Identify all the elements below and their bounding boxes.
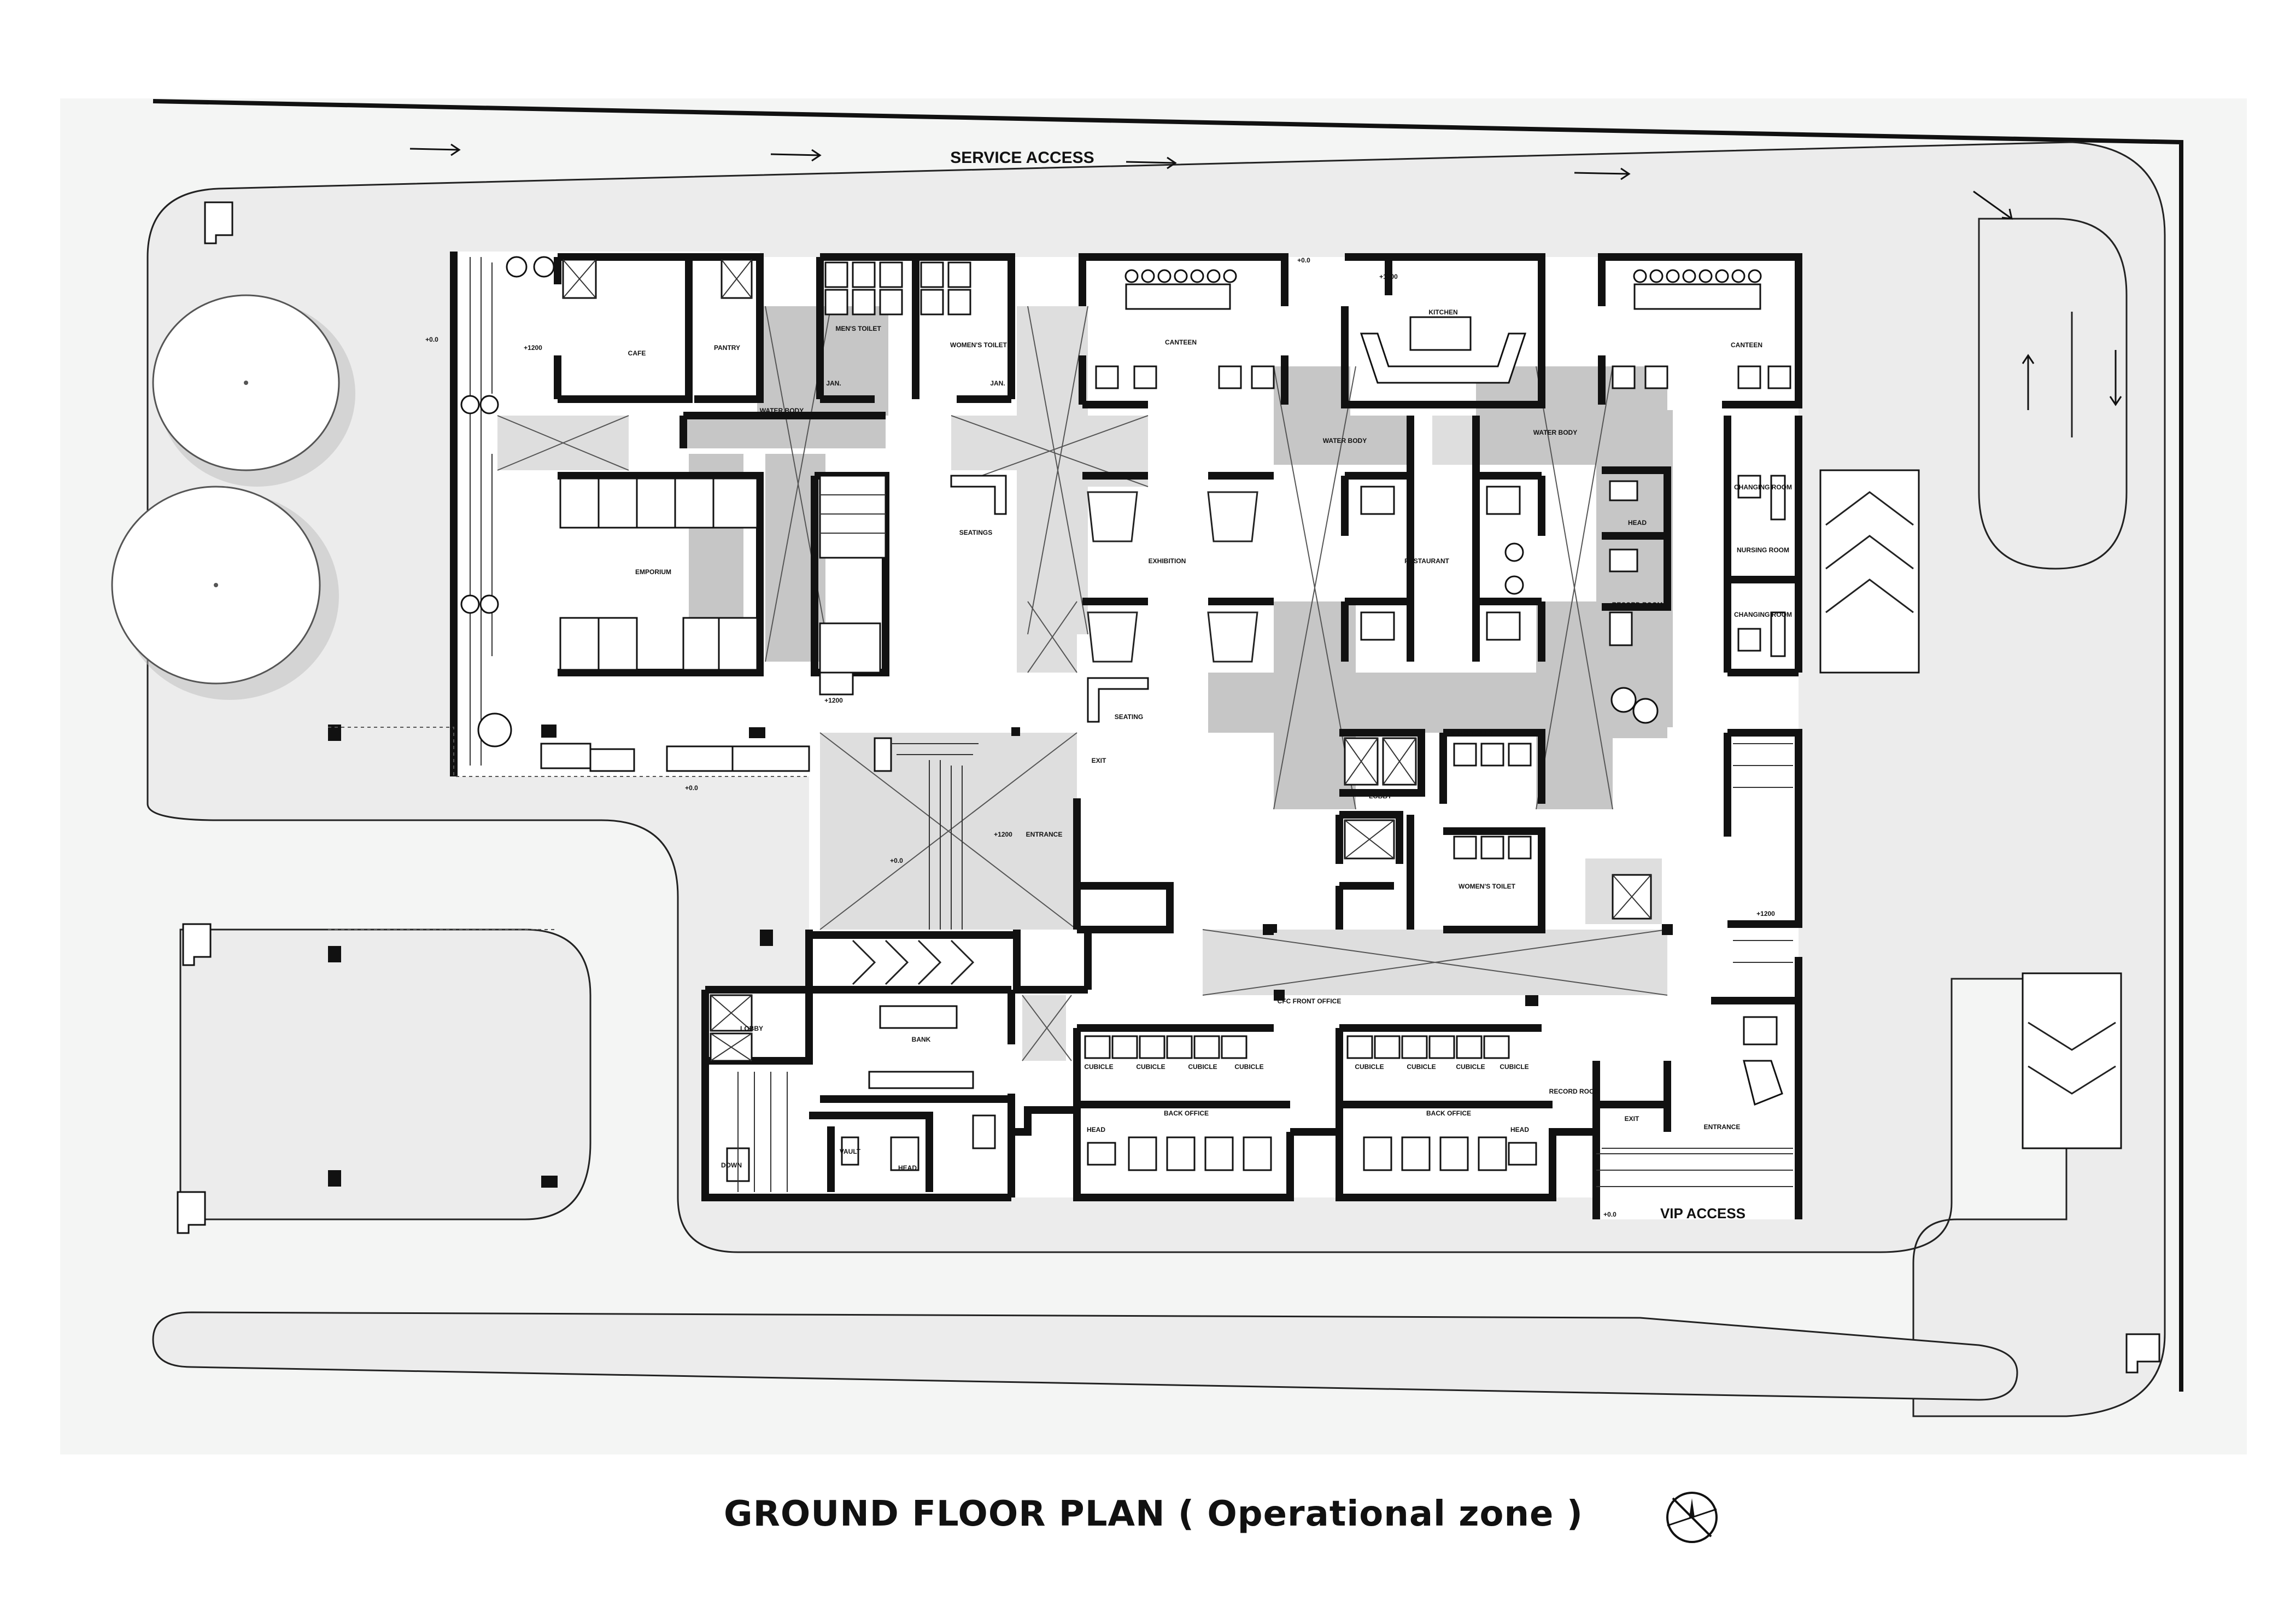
gatehouse [182, 923, 212, 966]
room-label-cubicle-7: CUBICLE [1456, 1063, 1485, 1071]
room-label-canteen-east: CANTEEN [1731, 341, 1762, 349]
ramp-east-chevron [1825, 491, 1914, 526]
room-label-restaurant: RESTAURANT [1404, 557, 1449, 565]
building-walls [450, 252, 1802, 1219]
room-label-cafe: CAFE [628, 349, 646, 357]
room-label-down: DOWN [721, 1161, 742, 1169]
room-label-back-office-west: BACK OFFICE [1164, 1109, 1209, 1117]
room-label-kitchen: KITCHEN [1428, 308, 1457, 316]
north-arrow-icon [1666, 1492, 1718, 1543]
ramp-southeast [2022, 972, 2122, 1149]
room-label-mens-toilet: MEN'S TOILET [835, 325, 881, 332]
ramp-east-chevron-3 [1825, 579, 1914, 614]
room-label-emporium: EMPORIUM [635, 568, 671, 576]
room-label-changing-room-south: CHANGING ROOM [1734, 611, 1792, 618]
room-label-pantry: PANTRY [714, 344, 740, 352]
room-label-cubicle-3: CUBICLE [1188, 1063, 1217, 1071]
roundabout-island [1978, 218, 2128, 570]
structural-columns [328, 725, 1673, 1188]
shade-entrance-court [1017, 601, 1077, 673]
room-label-cubicle-8: CUBICLE [1500, 1063, 1528, 1071]
room-label-canteen-west: CANTEEN [1165, 338, 1197, 346]
room-label-head-back-office-east: HEAD [1510, 1126, 1529, 1134]
gatehouse [2125, 1333, 2160, 1374]
level-marker: +0.0 [685, 784, 698, 792]
parking-island [179, 928, 591, 1220]
level-marker: +0.0 [425, 336, 438, 343]
service-access-label: SERVICE ACCESS [950, 149, 1094, 167]
room-label-cubicle-1: CUBICLE [1084, 1063, 1113, 1071]
level-marker: +0.0 [890, 857, 903, 864]
room-label-lobby-south: LOBBY [740, 1025, 763, 1032]
room-label-entrance-east: ENTRANCE [1704, 1123, 1741, 1131]
south-road [152, 1311, 2018, 1401]
shade-restaurant-bar [1432, 416, 1476, 465]
room-label-bank: BANK [912, 1036, 931, 1043]
room-label-water-body-east: WATER BODY [1533, 429, 1577, 436]
level-marker: +1200 [524, 344, 542, 352]
room-label-record-room-south: RECORD ROOM [1549, 1088, 1600, 1095]
room-label-nursing-room: NURSING ROOM [1737, 546, 1789, 554]
gatehouse [204, 201, 233, 244]
room-label-janitor-2: JAN. [990, 379, 1005, 387]
room-label-cubicle-2: CUBICLE [1136, 1063, 1165, 1071]
room-label-exhibition: EXHIBITION [1149, 557, 1186, 565]
gatehouse [177, 1191, 206, 1234]
ramp-southeast-chevron-2 [2028, 1065, 2116, 1095]
room-label-record-room-east: RECORD ROOM [1612, 601, 1663, 609]
shade-cfc [1022, 995, 1066, 1061]
room-label-cubicle-5: CUBICLE [1355, 1063, 1384, 1071]
room-label-vault: VAULT [840, 1148, 861, 1155]
shade-court-north [951, 416, 1017, 470]
room-label-exit-east: EXIT [1625, 1115, 1639, 1123]
level-marker: +0.0 [1297, 256, 1310, 264]
room-label-exit-west: EXIT [1092, 757, 1106, 764]
room-label-head-bank: HEAD [898, 1164, 917, 1172]
shade-exhibition-south [1208, 673, 1591, 733]
room-label-seatings: SEATINGS [959, 529, 992, 536]
room-label-water-body-central: WATER BODY [1323, 437, 1367, 445]
page-title: GROUND FLOOR PLAN ( Operational zone ) [724, 1494, 1583, 1534]
level-marker: +1200 [994, 831, 1012, 838]
room-label-changing-room-north: CHANGING ROOM [1734, 483, 1792, 491]
ramp-east [1819, 469, 1920, 674]
tree-icon [152, 294, 355, 487]
room-label-seating: SEATING [1115, 713, 1143, 721]
room-label-cfc-front-office-1: CFC FRONT OFFICE [1278, 997, 1342, 1005]
vip-access-label: VIP ACCESS [1660, 1205, 1746, 1222]
room-label-womens-toilet-south: WOMEN'S TOILET [1459, 883, 1516, 890]
room-label-entrance: ENTRANCE [1026, 831, 1063, 838]
room-label-back-office-east: BACK OFFICE [1426, 1109, 1471, 1117]
room-label-janitor: JAN. [826, 379, 841, 387]
level-marker: +1200 [1756, 910, 1775, 918]
room-label-mens-toilet-south: MEN'S TOILET [1448, 729, 1493, 737]
site-perimeter-wall [153, 99, 2183, 1392]
ramp-east-chevron-2 [1825, 535, 1914, 570]
room-label-water-body-west: WATER BODY [760, 407, 804, 414]
ramp-southeast-chevron [2028, 1021, 2116, 1051]
level-marker: +0.0 [1603, 1211, 1616, 1218]
water-body-west [683, 416, 886, 448]
room-label-head-back-office-west: HEAD [1087, 1126, 1105, 1134]
void-diagonals [497, 306, 1668, 1061]
level-marker: +1200 [824, 697, 843, 704]
tree-icon [111, 486, 339, 700]
room-label-head-east: HEAD [1628, 519, 1647, 527]
furniture [460, 256, 1793, 1192]
level-marker: +1200 [1379, 273, 1398, 281]
room-label-lobby-north: LOBBY [1369, 792, 1392, 800]
room-label-cubicle-6: CUBICLE [1407, 1063, 1436, 1071]
room-label-cubicle-4: CUBICLE [1234, 1063, 1263, 1071]
room-label-womens-toilet: WOMEN'S TOILET [950, 341, 1008, 349]
